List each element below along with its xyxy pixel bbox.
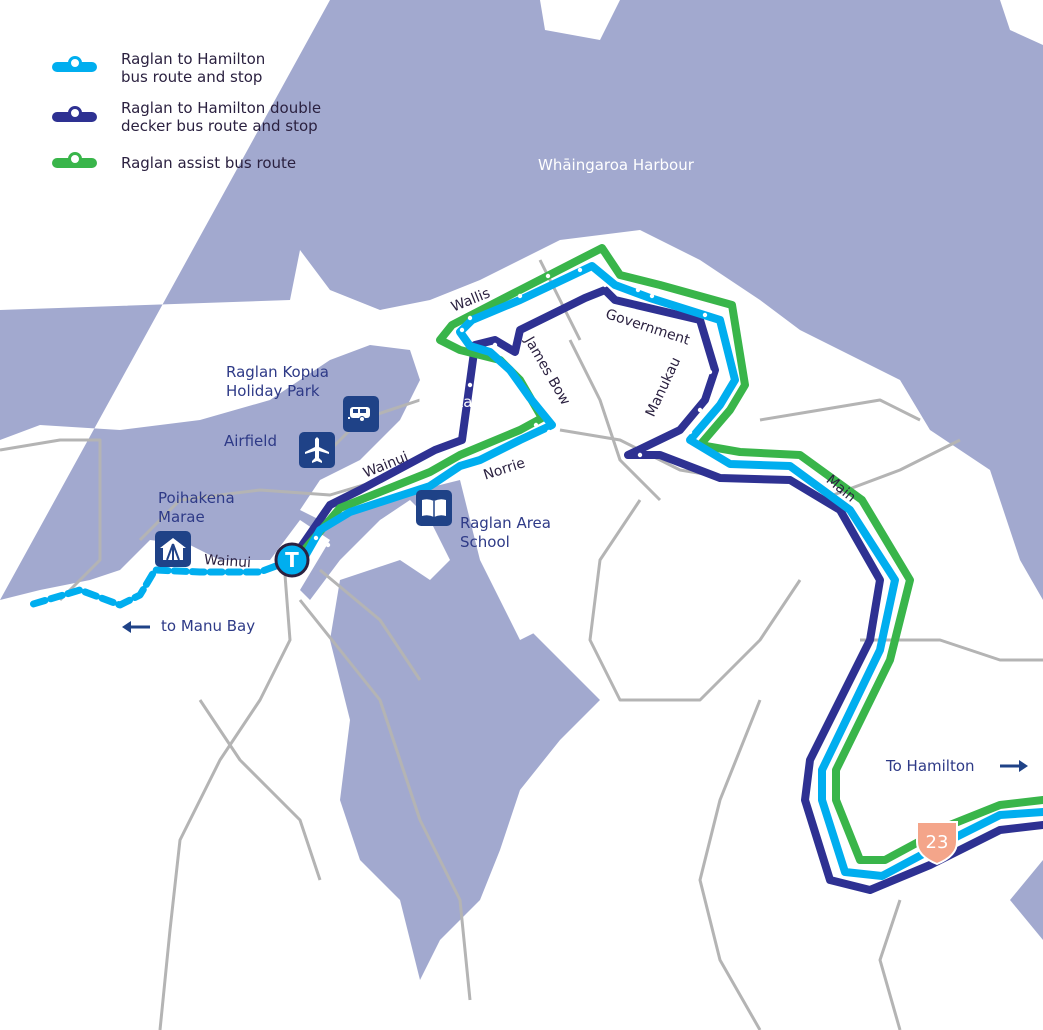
legend-swatch-blue: [52, 56, 97, 72]
label-line: School: [460, 533, 510, 551]
fire-station-label: Fire station: [418, 393, 502, 411]
manu-bay-label: to Manu Bay: [161, 617, 256, 635]
bus-terminal-icon[interactable]: T: [274, 542, 310, 578]
arrow-left-icon: [122, 621, 150, 633]
roads: [0, 259, 1043, 1030]
water-bodies: [0, 0, 1043, 980]
caravan-icon[interactable]: [343, 396, 379, 432]
label-line: Holiday Park: [226, 382, 320, 400]
airfield-label: Airfield: [224, 432, 277, 450]
state-highway-23-shield: 23: [916, 821, 958, 866]
highway-number: 23: [926, 832, 949, 853]
hamilton-label: To Hamilton: [886, 757, 975, 775]
legend-line: Raglan assist bus route: [121, 154, 297, 172]
arrow-right-icon: [1000, 760, 1028, 772]
airplane-icon[interactable]: [299, 432, 335, 468]
road-label-wainui-west: Wainui: [203, 552, 252, 572]
bus-routes: [26, 244, 1043, 894]
harbour-label: Whāingaroa Harbour: [538, 156, 694, 174]
legend-line: bus route and stop: [121, 68, 263, 86]
legend-item-assist: Raglan assist bus route: [121, 154, 296, 172]
hamilton-route: [296, 262, 1043, 880]
legend-line: decker bus route and stop: [121, 117, 318, 135]
terminal-letter: T: [285, 548, 299, 572]
label-line: Poihakena: [158, 489, 235, 507]
double-decker-route: [288, 286, 1043, 894]
legend-swatch-navy: [52, 106, 97, 122]
label-line: Marae: [158, 508, 205, 526]
legend-line: Raglan to Hamilton double: [121, 99, 322, 117]
legend-line: Raglan to Hamilton: [121, 50, 266, 68]
dashed-route-manu-bay: [26, 556, 296, 609]
label-line: Raglan Kopua: [226, 363, 329, 381]
marae-icon[interactable]: [155, 531, 191, 567]
bus-stops: [313, 259, 723, 548]
label-line: Raglan Area: [460, 514, 551, 532]
book-icon[interactable]: [416, 490, 452, 526]
legend-swatch-green: [52, 152, 97, 168]
